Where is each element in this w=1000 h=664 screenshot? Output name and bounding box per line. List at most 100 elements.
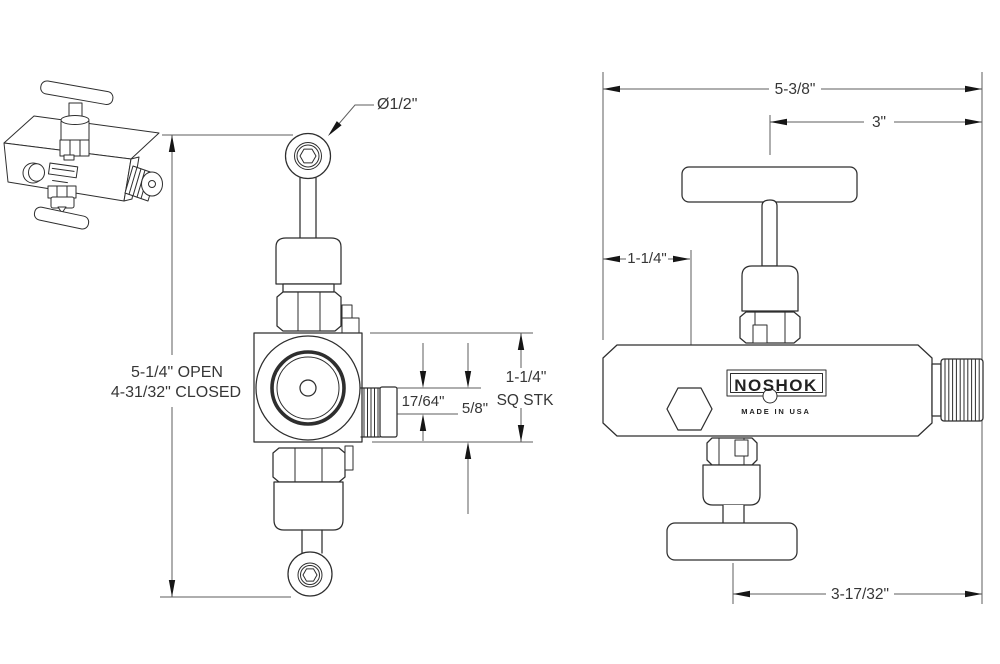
three-arrow-left [770, 118, 787, 126]
lower-handle-ring-2 [300, 565, 320, 585]
handle-dia-label: Ø1/2" [377, 96, 417, 113]
plug-arrow-right [673, 255, 690, 263]
lower-handle-hex-socket [302, 568, 318, 582]
front-lower-nut-facets [294, 447, 323, 483]
iso-label-lines [51, 167, 75, 184]
side-upper-nut [739, 311, 801, 344]
port-bottom-label: 5/8" [462, 400, 488, 417]
side-lower-stem [722, 505, 745, 525]
front-body-ring [270, 350, 346, 426]
iso-lower-handle [33, 206, 90, 230]
iso-upper-bonnet-top [60, 115, 90, 125]
overall-length-label: 5-3/8" [775, 81, 816, 98]
open-height-label: 5-1/4" OPEN [131, 364, 223, 381]
front-body-ring-inner [276, 356, 340, 420]
end-to-plug-label: 1-1/4" [627, 250, 667, 267]
lower-handle-arrow-left [733, 590, 750, 598]
logo-s-tail [762, 388, 778, 404]
front-body-circle-outer [255, 335, 361, 441]
stock-ext-lines [370, 332, 533, 443]
side-lower-nut [706, 437, 758, 466]
front-lower-nut-tab [344, 445, 354, 471]
iso-lower-nut [47, 185, 77, 199]
front-upper-handle [284, 132, 332, 180]
noshok-logo: NOSHOK MADE IN USA [726, 369, 827, 416]
side-upper-handle [681, 166, 858, 203]
iso-plug-face [28, 163, 45, 182]
port-cap [379, 386, 398, 438]
iso-upper-nut [59, 139, 90, 157]
handle-outer-circle [284, 132, 332, 180]
handle-ring-1 [294, 142, 322, 170]
made-in-text: MADE IN USA [741, 407, 810, 416]
iso-upper-nut-facets [69, 139, 81, 157]
handle-dia-leader [330, 104, 374, 134]
front-view-dimensions: 5-1/4" OPEN 4-31/32" CLOSED Ø1/2" 1-1/4"… [111, 96, 555, 598]
iso-boss-ridges [128, 166, 150, 200]
thread-body [940, 358, 984, 422]
side-lower-nut-slot [734, 439, 749, 457]
plug-arrow-left [603, 255, 620, 263]
front-upper-nut-tab-2 [341, 317, 360, 334]
stock-arrow-up [517, 333, 525, 350]
front-upper-collar [282, 283, 335, 293]
isometric-thumbnail [3, 80, 163, 230]
front-upper-nut-tab-1 [341, 304, 353, 319]
port-offset-label: 17/64" [402, 393, 445, 410]
handle-hex-socket [299, 148, 317, 164]
side-view: NOSHOK MADE IN USA [602, 166, 984, 561]
front-upper-bonnet [275, 237, 342, 285]
stock-arrow-down [517, 425, 525, 442]
overall-arrow-right [965, 85, 982, 93]
front-upper-nut-facets [297, 291, 321, 332]
side-upper-bonnet [741, 265, 799, 312]
iso-lower-stem-tip [57, 206, 67, 214]
three-arrow-right [965, 118, 982, 126]
lower-handle-ring-1 [297, 562, 323, 588]
side-male-thread [931, 358, 984, 422]
front-upper-nut [276, 291, 342, 332]
iso-upper-handle [40, 80, 114, 106]
handle-ring-2 [296, 144, 320, 168]
port-bottom-arrow-up [464, 442, 472, 459]
iso-side-plug [22, 162, 45, 184]
height-arrow-up [168, 135, 176, 152]
iso-boss-hole [148, 180, 156, 188]
iso-upper-nut-tab [63, 154, 75, 161]
iso-lower-bonnet [50, 196, 75, 209]
iso-label [47, 162, 79, 184]
front-outlet-port [360, 386, 398, 438]
side-lower-handle [666, 522, 798, 561]
thread-neck [931, 363, 942, 417]
overall-arrow-left [603, 85, 620, 93]
thread-ridges [944, 359, 980, 421]
port-offset-arrow-down [419, 371, 427, 388]
side-ext-lines [602, 72, 983, 604]
iso-thread-boss [124, 165, 163, 202]
side-upper-stem [761, 199, 778, 267]
side-hex-plug [666, 387, 713, 431]
port-bottom-arrow-down [464, 371, 472, 388]
front-lower-handle [287, 551, 333, 597]
front-lower-bonnet [273, 481, 344, 531]
front-lower-nut [272, 447, 346, 483]
port-offset-arrow-up [419, 414, 427, 431]
lower-handle-to-end-label: 3-17/32" [831, 586, 889, 603]
closed-height-label: 4-31/32" CLOSED [111, 384, 241, 401]
side-lower-bonnet [702, 464, 761, 506]
brand-text: NOSHOK [734, 376, 818, 395]
front-view [253, 132, 398, 597]
side-view-dimensions: 5-3/8" 3" 1-1/4" 3-17/32" [602, 72, 983, 604]
lower-handle-outer-circle [287, 551, 333, 597]
front-lower-stem [301, 529, 323, 554]
stock-size-label: 1-1/4" [506, 369, 547, 386]
handle-dia-arrow [328, 121, 342, 136]
handle-to-end-label: 3" [872, 114, 886, 131]
stock-note-label: SQ STK [497, 392, 555, 409]
port-thread-ridges [363, 387, 379, 438]
lower-handle-arrow-right [965, 590, 982, 598]
height-ext-lines [160, 134, 293, 598]
height-arrow-down [168, 580, 176, 597]
